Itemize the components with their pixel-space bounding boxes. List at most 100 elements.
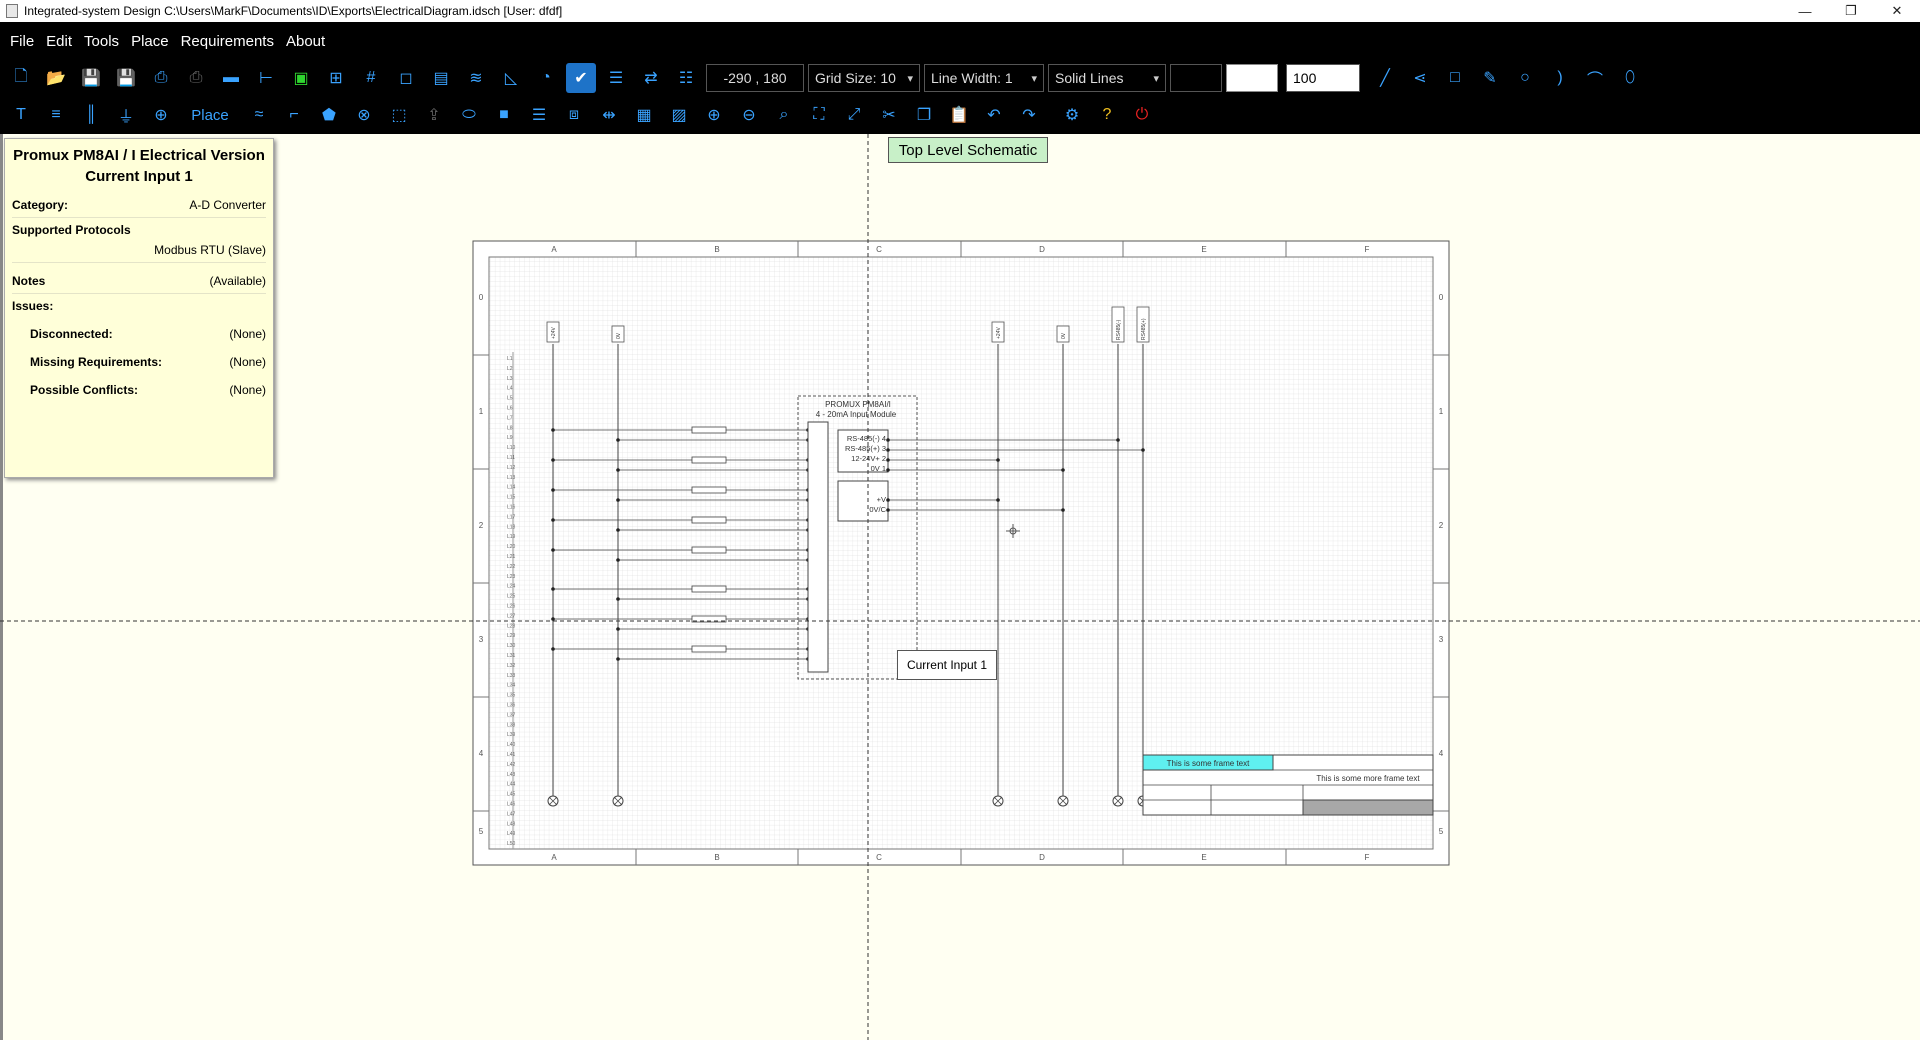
image-icon[interactable]: ▨	[671, 107, 687, 124]
line-number: L9	[507, 435, 513, 441]
copy-icon[interactable]: ❐	[916, 107, 932, 124]
gauge-icon[interactable]: ◔	[541, 69, 551, 86]
zoom-fit-icon[interactable]: ⛶	[813, 106, 825, 123]
save-icon[interactable]: 💾	[81, 70, 101, 87]
schematic-drawing[interactable]: A B C D E F A B C D E F 0 1 2 3 4 5 0 1 …	[0, 134, 1920, 1040]
exit-icon[interactable]: ⏻	[1135, 106, 1149, 123]
line-tool-icon[interactable]: ╱	[1380, 70, 1390, 87]
circle-tool-icon[interactable]: ○	[1520, 69, 1530, 86]
maximize-button[interactable]: ❐	[1845, 3, 1857, 18]
align-icon[interactable]: ≡	[51, 106, 61, 123]
module-outline[interactable]	[797, 395, 918, 680]
redo-icon[interactable]: ↷	[1022, 107, 1036, 124]
globe-icon[interactable]: ⊕	[154, 107, 168, 124]
minimize-button[interactable]: —	[1798, 3, 1812, 19]
stack-icon[interactable]: ☰	[608, 70, 624, 87]
junction-dot	[551, 647, 555, 651]
close-button[interactable]: ✕	[1891, 3, 1903, 18]
hash-grid-icon[interactable]: #	[366, 69, 376, 86]
line-color-swatch[interactable]	[1170, 64, 1222, 92]
zoom-icon[interactable]: ⌕	[779, 106, 789, 123]
dimension-icon[interactable]: ⇹	[602, 107, 616, 124]
chip-icon[interactable]: ▣	[293, 70, 309, 87]
paste-icon[interactable]: 📋	[949, 107, 969, 124]
top-level-schematic-label[interactable]: Top Level Schematic	[888, 137, 1048, 163]
zoom-input[interactable]: 100	[1286, 64, 1360, 92]
missing-requirements-value: (None)	[229, 355, 266, 369]
fill-color-swatch[interactable]	[1226, 64, 1278, 92]
square-icon[interactable]: ■	[499, 106, 509, 123]
list-icon[interactable]: ☷	[678, 70, 694, 87]
rail-tag-text: RS485(-)	[1116, 319, 1122, 340]
tag-icon[interactable]: ⬟	[322, 107, 336, 124]
folder-icon[interactable]: ▬	[223, 69, 239, 86]
line-style-select[interactable]: Solid Lines▾	[1048, 64, 1166, 92]
open-folder-icon[interactable]: 📂	[46, 70, 66, 87]
swap-icon[interactable]: ⇄	[644, 70, 658, 87]
calendar-icon[interactable]: ▦	[636, 107, 652, 124]
rail-tag	[1136, 306, 1150, 343]
new-file-icon[interactable]: 🗋	[14, 67, 28, 85]
grid-size-select[interactable]: Grid Size: 10▾	[808, 64, 920, 92]
current-input-callout[interactable]: Current Input 1	[897, 650, 997, 680]
grid-icon[interactable]: ⊞	[329, 70, 343, 87]
row-label: 2	[1439, 521, 1444, 530]
save-as-icon[interactable]: 💾	[116, 70, 136, 87]
line-number: L47	[507, 811, 516, 817]
select-area-icon[interactable]: ⬚	[391, 107, 407, 124]
line-width-select[interactable]: Line Width: 1▾	[924, 64, 1044, 92]
menu-requirements[interactable]: Requirements	[180, 32, 274, 50]
text-tool-icon[interactable]: T	[16, 106, 26, 123]
layers-icon[interactable]: ≋	[469, 70, 483, 87]
wires-icon[interactable]: ≈	[254, 106, 264, 123]
row-label: 0	[1439, 293, 1444, 302]
comms-wires	[888, 439, 1143, 511]
bus-icon[interactable]: ║	[85, 106, 97, 123]
rail-tag-text: RS485(+)	[1141, 318, 1147, 340]
menu-file[interactable]: File	[10, 32, 35, 50]
line-number: L14	[507, 485, 516, 491]
share-icon[interactable]: ⋖	[1413, 70, 1427, 87]
table-icon[interactable]: ☰	[531, 107, 547, 124]
line-style-value: Solid Lines	[1055, 70, 1124, 86]
cut-icon[interactable]: ✂	[882, 107, 896, 124]
menu-edit[interactable]: Edit	[46, 32, 73, 50]
curve-tool-icon[interactable]: ⌒	[1586, 72, 1603, 89]
rectangle-tool-icon[interactable]: □	[1450, 69, 1460, 86]
no-connect-icon[interactable]: ⊗	[357, 107, 371, 124]
rail-tag-text: 0V	[1061, 332, 1067, 339]
arc-tool-icon[interactable]: )	[1557, 69, 1563, 86]
undo-icon[interactable]: ↶	[987, 107, 1001, 124]
freeform-tool-icon[interactable]: ⬯	[1624, 69, 1636, 86]
line-number: L8	[507, 425, 513, 431]
settings-gear-icon[interactable]: ⚙	[1064, 107, 1080, 124]
upload-icon[interactable]: ⇪	[427, 107, 441, 124]
line-number: L33	[507, 673, 516, 679]
menu-about[interactable]: About	[285, 32, 326, 50]
frame-icon[interactable]: ⧈	[568, 106, 580, 123]
corner-icon[interactable]: ⌐	[289, 106, 299, 123]
angle-icon[interactable]: ◺	[504, 70, 518, 87]
zoom-in-icon[interactable]: ⊕	[707, 107, 721, 124]
help-icon[interactable]: ?	[1102, 106, 1112, 123]
zoom-extents-icon[interactable]: ⤢	[847, 106, 861, 123]
pen-tool-icon[interactable]: ✎	[1483, 70, 1497, 87]
column-label: B	[714, 853, 719, 862]
ellipse-icon[interactable]: ⬭	[462, 106, 476, 123]
hierarchy-icon[interactable]: ⊢	[259, 70, 273, 87]
print-preview-icon[interactable]: ⎙	[189, 69, 203, 86]
page-icon[interactable]: ▤	[433, 70, 449, 87]
menu-place[interactable]: Place	[131, 32, 169, 50]
category-label: Category:	[12, 198, 69, 212]
junction-dot	[1116, 438, 1120, 442]
small-square-icon[interactable]: ◻	[399, 70, 413, 87]
junction-dot	[886, 468, 890, 472]
check-circle-icon[interactable]: ✔	[566, 63, 596, 93]
print-icon[interactable]: ⎙	[154, 69, 168, 86]
notes-value[interactable]: (Available)	[209, 274, 266, 288]
menu-tools[interactable]: Tools	[84, 32, 120, 50]
terminal-cross	[613, 796, 623, 806]
place-button[interactable]: Place	[191, 106, 229, 124]
ground-icon[interactable]: ⏚	[117, 109, 134, 126]
zoom-out-icon[interactable]: ⊖	[742, 107, 756, 124]
